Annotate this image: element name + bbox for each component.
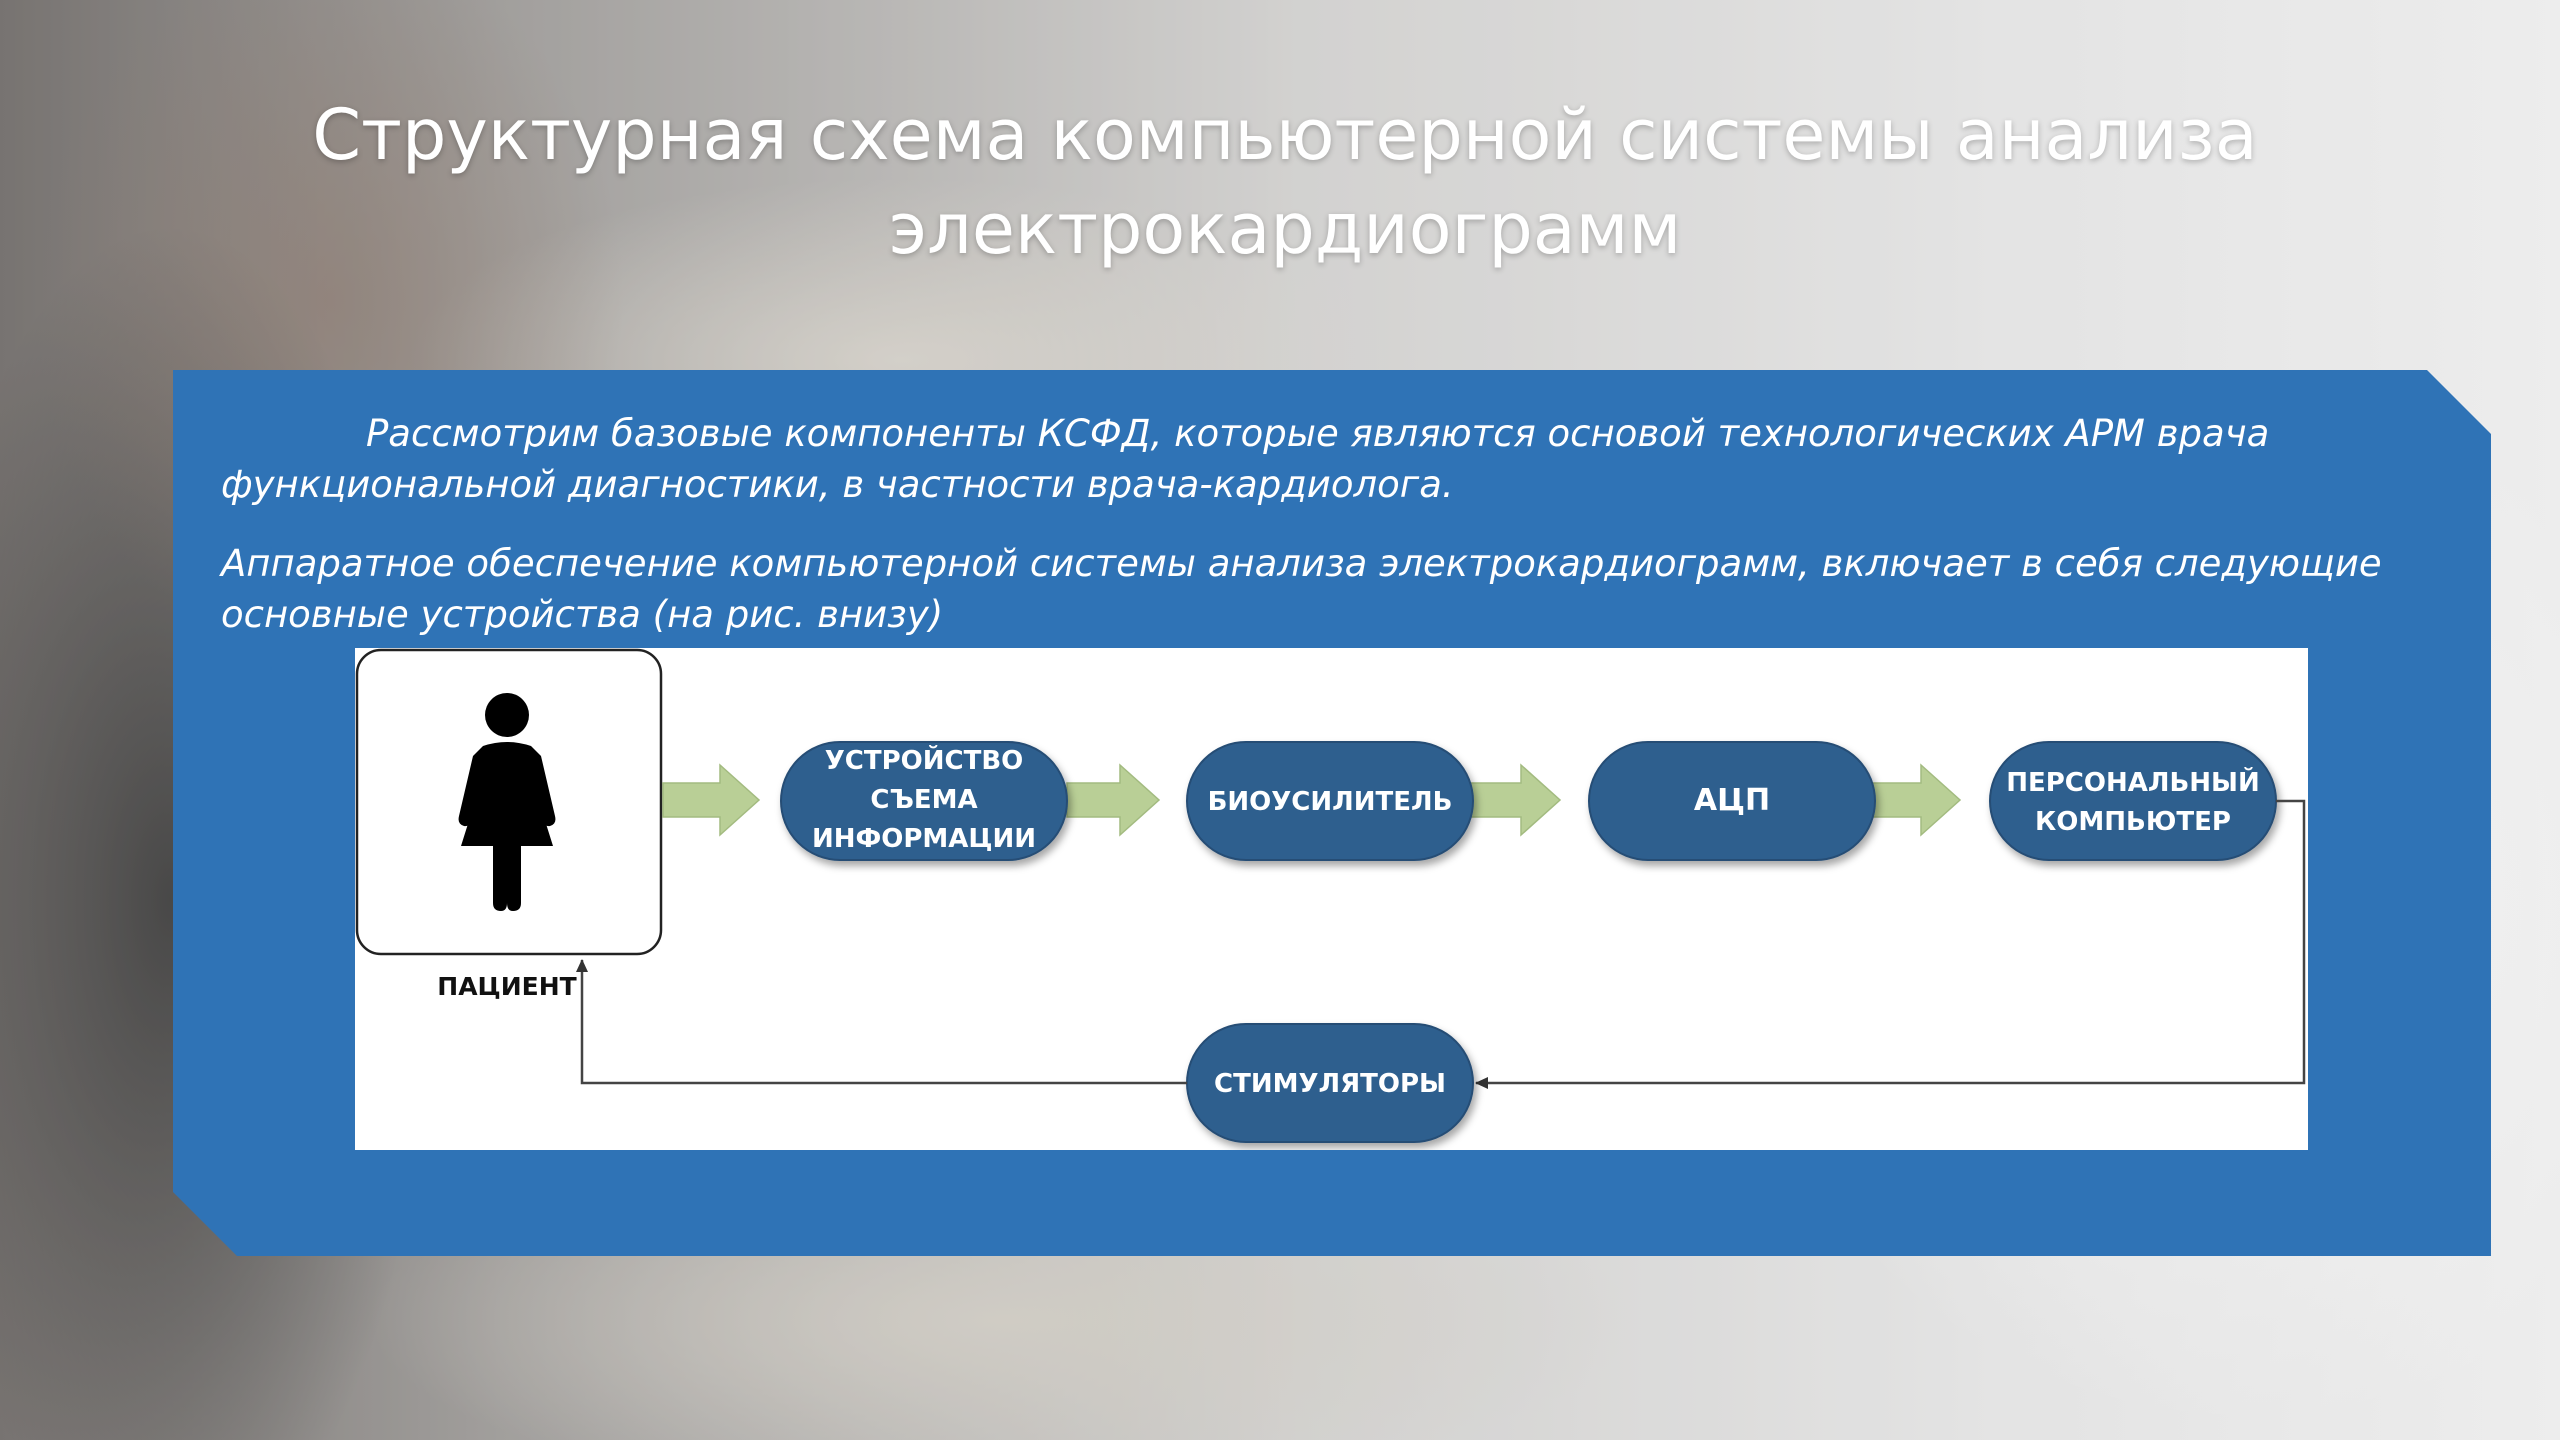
- stimulators-label: СТИМУЛЯТОРЫ: [1214, 1069, 1446, 1099]
- intro-paragraph: Рассмотрим базовые компоненты КСФД, кото…: [221, 412, 2270, 506]
- slide-title-line1: Структурная схема компьютерной системы а…: [312, 94, 2258, 176]
- diagram-canvas: ПАЦИЕНТ УСТРОЙСТВО СЪЕМА ИНФОРМАЦИИ БИОУ…: [355, 648, 2306, 1143]
- feedback-line-stimulators-to-patient: [576, 959, 1187, 1085]
- hardware-paragraph: Аппаратное обеспечение компьютерной сист…: [221, 542, 2382, 636]
- pc-label-line2: КОМПЬЮТЕР: [2035, 807, 2231, 837]
- pc-label-line1: ПЕРСОНАЛЬНЫЙ: [2006, 766, 2260, 798]
- arrow-adc-to-pc: [1869, 763, 1962, 837]
- device-label-line2: СЪЕМА: [870, 785, 977, 815]
- device-label-line3: ИНФОРМАЦИИ: [812, 824, 1036, 854]
- slide-title-line2: электрокардиограмм: [888, 188, 1682, 270]
- adc-node: АЦП: [1588, 741, 1876, 861]
- patient-label: ПАЦИЕНТ: [437, 972, 576, 1001]
- arrow-device-to-bioamplifier: [1066, 763, 1161, 837]
- feedback-line-pc-to-stimulators: [1475, 799, 2306, 1089]
- structure-diagram: ПАЦИЕНТ УСТРОЙСТВО СЪЕМА ИНФОРМАЦИИ БИОУ…: [355, 648, 2308, 1150]
- stimulators-node: СТИМУЛЯТОРЫ: [1186, 1023, 1474, 1143]
- bioamplifier-label: БИОУСИЛИТЕЛЬ: [1208, 787, 1453, 817]
- device-node: УСТРОЙСТВО СЪЕМА ИНФОРМАЦИИ: [780, 741, 1068, 861]
- bioamplifier-node: БИОУСИЛИТЕЛЬ: [1186, 741, 1474, 861]
- slide-title: Структурная схема компьютерной системы а…: [0, 88, 2560, 276]
- female-figure-icon: [458, 693, 556, 911]
- pc-node: ПЕРСОНАЛЬНЫЙ КОМПЬЮТЕР: [1989, 741, 2277, 861]
- arrow-patient-to-device: [662, 763, 761, 837]
- panel-text: Рассмотрим базовые компоненты КСФД, кото…: [221, 408, 2451, 668]
- arrow-bioamplifier-to-adc: [1467, 763, 1562, 837]
- adc-label: АЦП: [1694, 783, 1770, 818]
- device-label-line1: УСТРОЙСТВО: [825, 744, 1024, 776]
